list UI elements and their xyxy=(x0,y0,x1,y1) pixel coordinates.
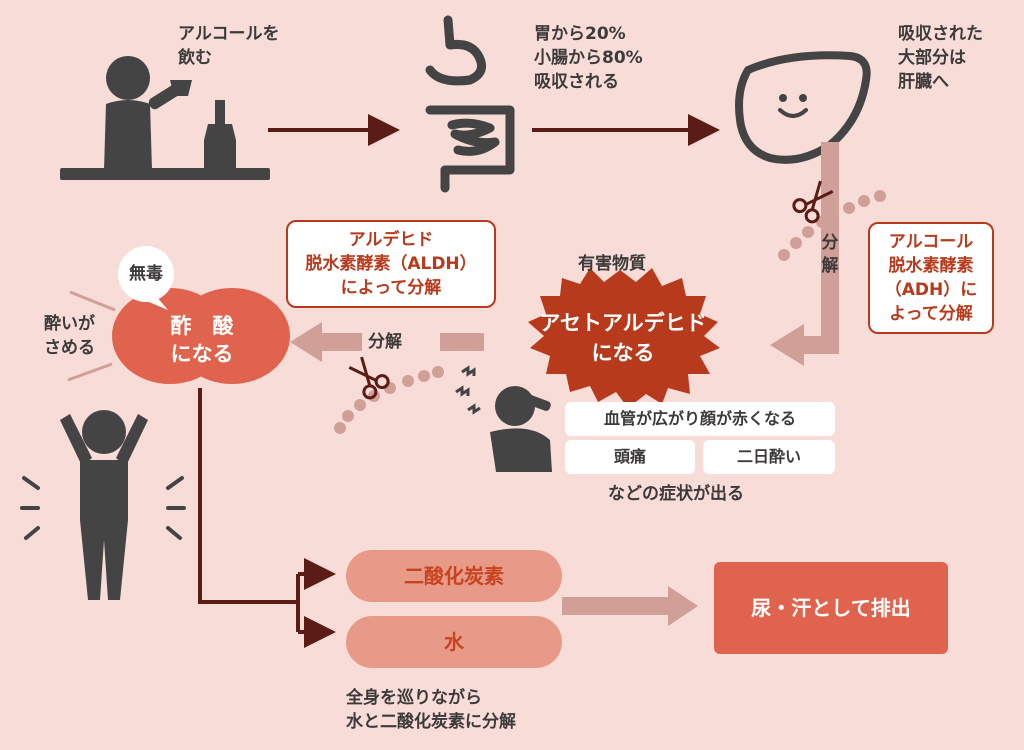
scissors-icon-aldh xyxy=(348,356,390,400)
symptom-caption: などの症状が出る xyxy=(608,484,744,504)
harmful-label: 有害物質 xyxy=(578,254,646,274)
step-liver-text: 吸収された 大部分は 肝臓へ xyxy=(898,24,983,92)
drinking-person-icon xyxy=(60,56,270,180)
product-co2: 二酸化炭素 xyxy=(346,550,562,602)
arrow-head-acid xyxy=(290,322,322,362)
decomposition-dots-liver xyxy=(778,190,886,261)
adh-bubble: アルコール 脱水素酵素 （ADH）に よって分解 xyxy=(868,222,994,334)
cheering-person-icon xyxy=(60,410,148,600)
harmless-badge: 無毒 xyxy=(129,264,163,284)
arrow-liver-to-acetaldehyde xyxy=(800,142,839,354)
product-water: 水 xyxy=(346,616,562,668)
aldh-bubble: アルデヒド 脱水素酵素（ALDH） によって分解 xyxy=(286,220,496,308)
cheer-lines xyxy=(20,476,186,540)
decompose-label-liver: 分 解 xyxy=(821,233,839,276)
liver-icon xyxy=(735,51,871,164)
symptom-headache: 頭痛 xyxy=(565,440,695,474)
branch-lines xyxy=(198,388,336,648)
bottle-icon xyxy=(204,100,236,170)
intestine-icon xyxy=(425,15,515,193)
symptom-flush: 血管が広がり顔が赤くなる xyxy=(565,402,835,436)
sober-lines xyxy=(67,290,116,382)
bottom-note: 全身を巡りながら 水と二酸化炭素に分解 xyxy=(346,688,516,732)
decomposition-dots-aldh xyxy=(334,366,444,434)
decompose-label-aldh: 分解 xyxy=(368,332,402,352)
acetaldehyde-text: アセトアルデヒド になる xyxy=(539,311,707,365)
excretion-box: 尿・汗として排出 xyxy=(714,562,948,654)
step-drink-text: アルコールを 飲む xyxy=(178,24,280,68)
sober-up-text: 酔いが さめる xyxy=(44,314,95,358)
symptom-hangover: 二日酔い xyxy=(703,440,835,474)
scissors-icon xyxy=(792,180,834,224)
headache-lines xyxy=(455,365,481,415)
acetaldehyde-starburst xyxy=(528,268,720,408)
arrow-head-liver xyxy=(770,324,804,366)
arrow-head-excretion xyxy=(668,586,698,626)
acetic-acid-blob xyxy=(112,246,290,384)
step-absorb-text: 胃から20% 小腸から80% 吸収される xyxy=(534,24,643,92)
headache-person-icon xyxy=(490,386,552,472)
acetic-acid-text: 酢 酸 になる xyxy=(170,314,234,366)
